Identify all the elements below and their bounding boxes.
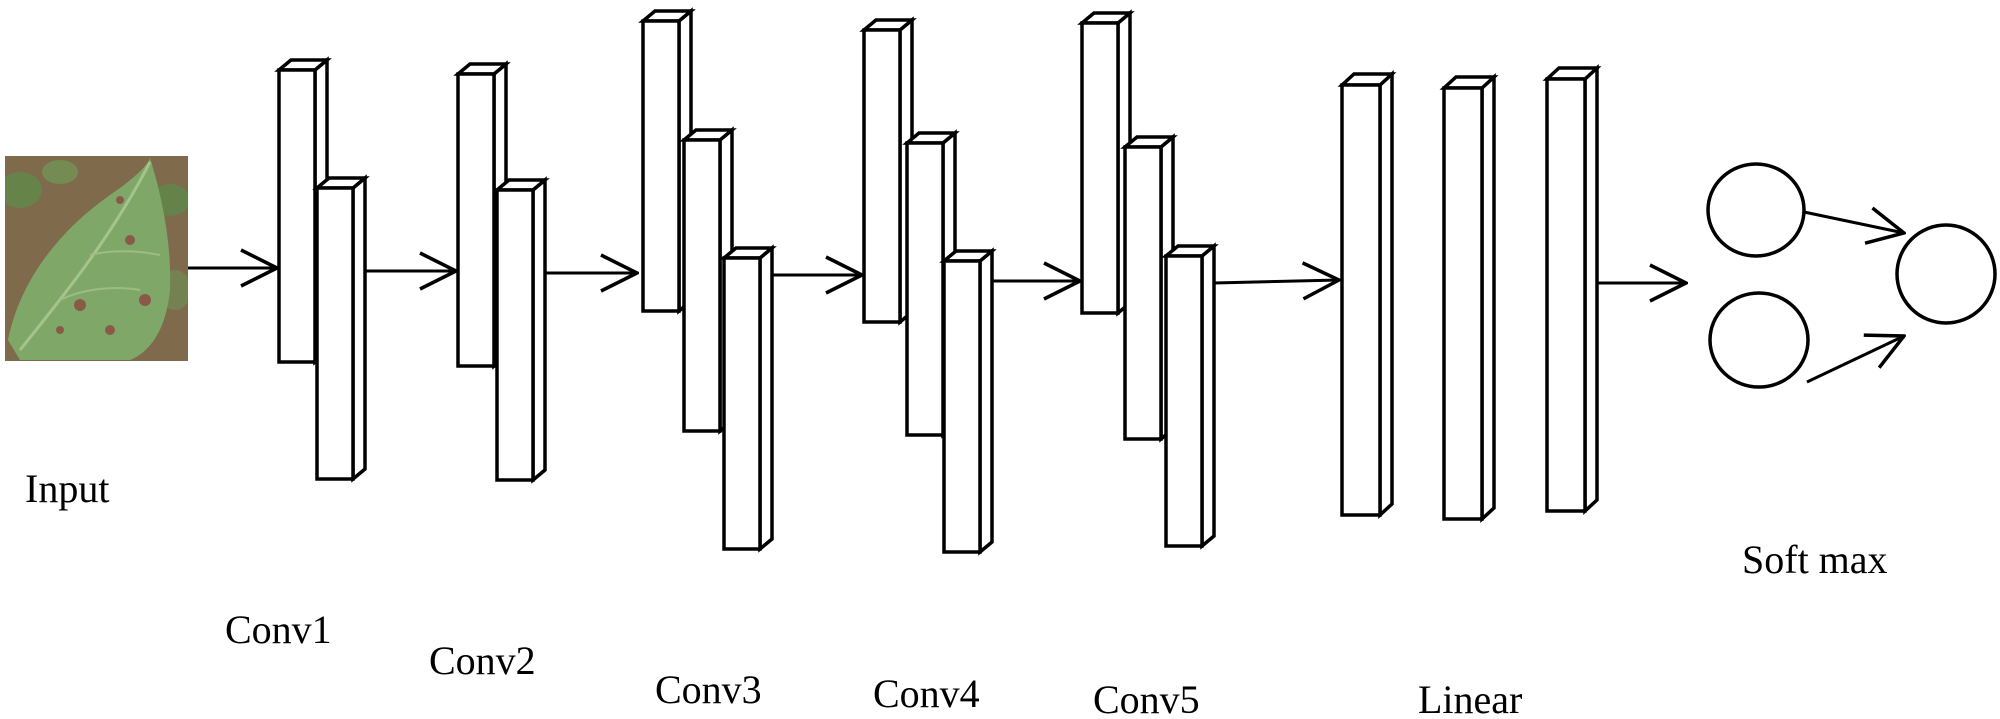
linear-block — [1337, 64, 1602, 523]
softmax-block — [1706, 162, 1997, 389]
conv1-fmap-2 — [312, 174, 370, 483]
conv2-fmap-2 — [492, 176, 550, 484]
linear-layer-1 — [1337, 70, 1397, 519]
conv4-fmap-3 — [939, 247, 997, 556]
conv3-fmap-3 — [719, 244, 777, 553]
conv3-label: Conv3 — [655, 667, 762, 712]
edge-node1-to-output — [1803, 212, 1904, 233]
arrow-conv5-to-linear — [1213, 280, 1339, 283]
linear-label: Linear — [1418, 677, 1522, 719]
linear-layer-3 — [1542, 64, 1602, 515]
conv2-block — [453, 60, 550, 484]
conv2-label: Conv2 — [429, 638, 536, 683]
conv1-label: Conv1 — [225, 607, 332, 652]
edge-node2-to-output — [1806, 336, 1904, 384]
conv3-block — [638, 7, 777, 553]
softmax-output-node — [1895, 223, 1997, 325]
conv1-block — [274, 56, 370, 483]
softmax-label: Soft max — [1742, 537, 1888, 582]
conv5-block — [1077, 9, 1219, 550]
conv5-fmap-1 — [1077, 9, 1135, 317]
softmax-input-node-2 — [1708, 291, 1810, 389]
input-image — [5, 156, 188, 361]
conv4-fmap-1 — [859, 16, 917, 326]
input-label: Input — [25, 466, 109, 511]
softmax-input-node-1 — [1706, 162, 1806, 258]
conv4-label: Conv4 — [873, 671, 980, 716]
conv5-label: Conv5 — [1093, 677, 1200, 719]
linear-layer-2 — [1439, 73, 1499, 523]
conv4-block — [859, 16, 997, 556]
conv5-fmap-3 — [1161, 242, 1219, 550]
